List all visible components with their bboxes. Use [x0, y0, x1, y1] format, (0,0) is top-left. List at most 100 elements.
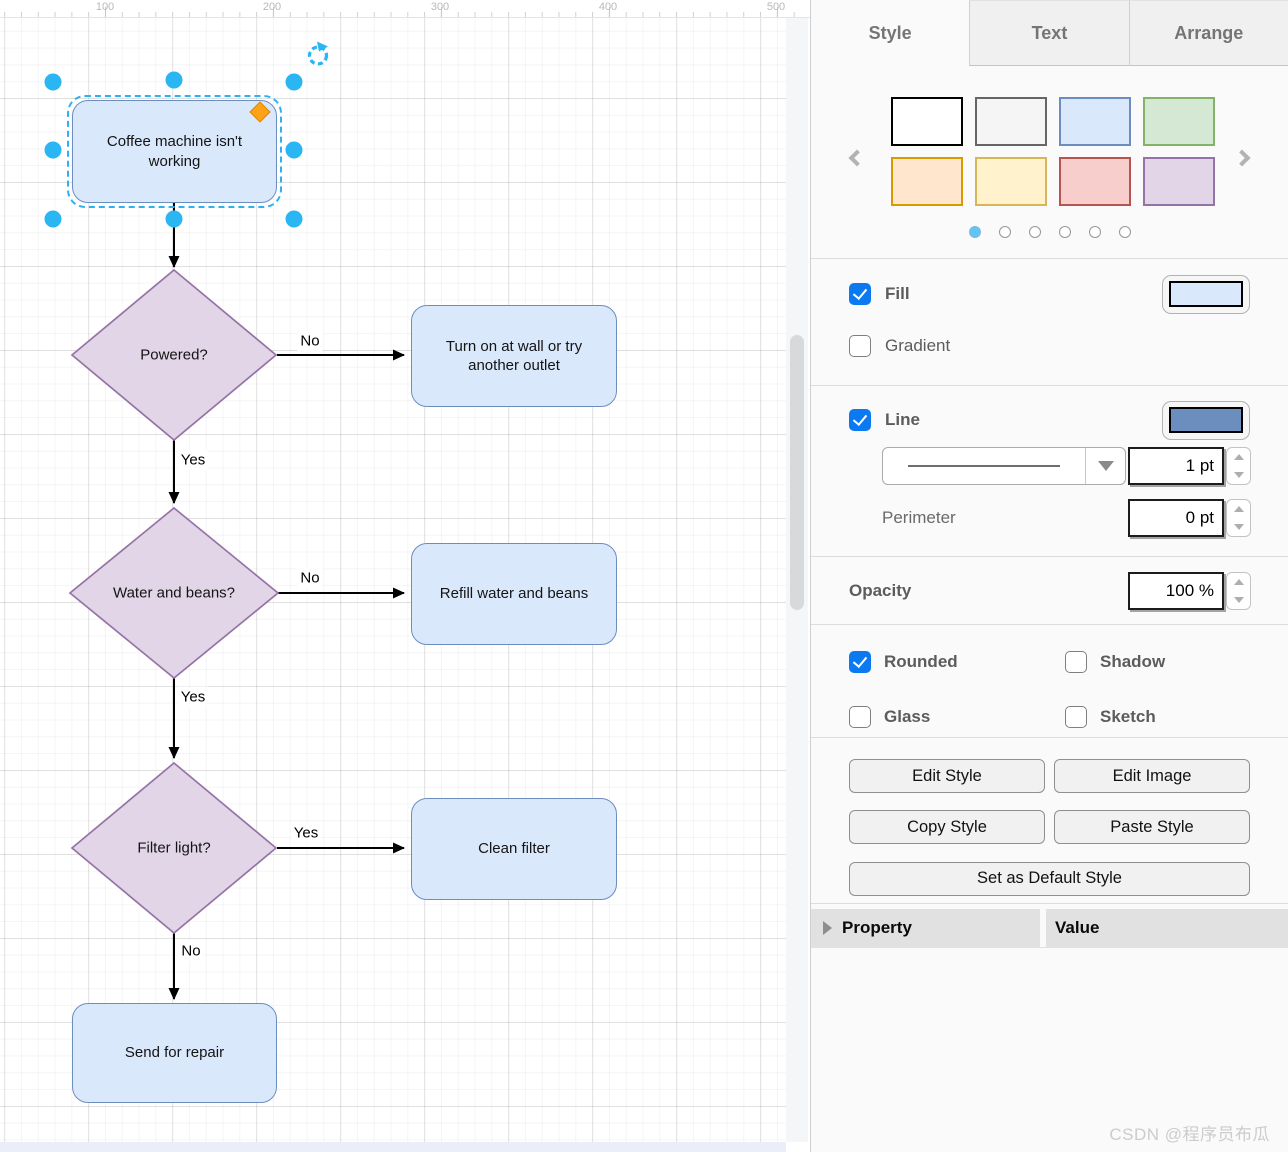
- decision-powered-label[interactable]: Powered?: [140, 346, 208, 364]
- tab-text[interactable]: Text: [969, 0, 1129, 66]
- stepper-down-icon[interactable]: [1227, 591, 1250, 609]
- canvas-grid[interactable]: [0, 18, 786, 1142]
- ruler-label: 200: [262, 1, 282, 13]
- value-header-label: Value: [1055, 918, 1100, 937]
- opacity-label: Opacity: [849, 580, 912, 600]
- stepper-up-icon[interactable]: [1227, 500, 1250, 518]
- style-swatch-purple[interactable]: [1143, 157, 1215, 206]
- gradient-label: Gradient: [885, 336, 951, 355]
- node-refill[interactable]: Refill water and beans: [411, 543, 617, 645]
- ruler-label: 400: [598, 1, 618, 13]
- canvas-vertical-scrollbar-thumb[interactable]: [790, 335, 804, 610]
- fill-color-button[interactable]: [1162, 274, 1250, 314]
- style-swatch-gray[interactable]: [975, 97, 1047, 146]
- node-turn-on-label: Turn on at wall or try another outlet: [445, 337, 583, 375]
- style-swatch-blue[interactable]: [1059, 97, 1131, 146]
- edge-label-no[interactable]: No: [178, 940, 204, 962]
- palette-page-dot[interactable]: [998, 226, 1011, 238]
- style-swatch-red[interactable]: [1059, 157, 1131, 206]
- opacity-stepper: [1226, 571, 1251, 610]
- format-panel: Style Text Arrange: [810, 0, 1288, 1152]
- edit-style-button[interactable]: Edit Style: [849, 759, 1045, 793]
- palette-page-dot[interactable]: [1028, 226, 1041, 238]
- opacity-input[interactable]: [1128, 571, 1224, 610]
- watermark: CSDN @程序员布瓜: [1109, 1125, 1270, 1144]
- flowchart-shapes-layer: [68, 203, 405, 1000]
- decision-filter-light[interactable]: [70, 761, 278, 935]
- style-swatch-yellow[interactable]: [975, 157, 1047, 206]
- line-style-dropdown[interactable]: [882, 447, 1126, 485]
- paste-style-button[interactable]: Paste Style: [1054, 810, 1250, 845]
- stepper-up-icon[interactable]: [1227, 573, 1250, 591]
- sketch-checkbox[interactable]: [1065, 706, 1087, 728]
- stepper-down-icon[interactable]: [1227, 518, 1250, 536]
- copy-style-button[interactable]: Copy Style: [849, 810, 1045, 845]
- palette-prev-icon[interactable]: [847, 146, 869, 172]
- node-clean-filter[interactable]: Clean filter: [411, 798, 617, 900]
- stepper-up-icon[interactable]: [1227, 448, 1250, 466]
- perimeter-label: Perimeter: [882, 508, 956, 527]
- node-start[interactable]: Coffee machine isn't working: [72, 100, 277, 203]
- edge-label-yes[interactable]: Yes: [177, 449, 209, 471]
- style-actions-section: Edit Style Edit Image Copy Style Paste S…: [811, 737, 1288, 903]
- rounded-label: Rounded: [884, 652, 958, 671]
- tab-arrange[interactable]: Arrange: [1128, 0, 1288, 66]
- selection-handle-sw[interactable]: [44, 210, 62, 228]
- decision-powered[interactable]: [70, 268, 278, 442]
- style-swatch-orange[interactable]: [891, 157, 963, 206]
- palette-next-icon[interactable]: [1230, 146, 1252, 172]
- selection-handle-e[interactable]: [285, 141, 303, 159]
- line-color-button[interactable]: [1162, 400, 1250, 440]
- canvas-horizontal-scrollbar-track[interactable]: [0, 1142, 786, 1152]
- shadow-checkbox[interactable]: [1065, 651, 1087, 673]
- value-header-cell[interactable]: Value: [1046, 909, 1288, 947]
- decision-water-beans[interactable]: [68, 506, 280, 680]
- line-style-preview: [883, 465, 1085, 467]
- edge-label-yes[interactable]: Yes: [177, 686, 209, 708]
- palette-page-dot[interactable]: [968, 226, 981, 238]
- node-turn-on[interactable]: Turn on at wall or try another outlet: [411, 305, 617, 407]
- palette-page-dot[interactable]: [1088, 226, 1101, 238]
- selection-handle-nw[interactable]: [44, 73, 62, 91]
- line-checkbox[interactable]: [849, 409, 871, 431]
- edge-label-no[interactable]: No: [297, 567, 323, 589]
- selection-handle-n[interactable]: [165, 71, 183, 89]
- line-width-stepper: [1226, 447, 1251, 485]
- selection-handle-ne[interactable]: [285, 73, 303, 91]
- line-width-input[interactable]: [1128, 447, 1224, 485]
- selection-handle-s[interactable]: [165, 210, 183, 228]
- property-table-header: Property Value: [811, 909, 1288, 948]
- property-header-cell[interactable]: Property: [811, 909, 1040, 947]
- gradient-checkbox[interactable]: [849, 335, 871, 357]
- node-refill-label: Refill water and beans: [439, 585, 589, 603]
- line-style-caret-button[interactable]: [1085, 448, 1125, 484]
- tab-style[interactable]: Style: [868, 22, 912, 43]
- node-send-repair[interactable]: Send for repair: [72, 1003, 277, 1103]
- stepper-down-icon[interactable]: [1227, 466, 1250, 484]
- decision-filter-light-label[interactable]: Filter light?: [137, 839, 211, 857]
- edge-label-yes[interactable]: Yes: [290, 822, 322, 844]
- selection-handle-se[interactable]: [285, 210, 303, 228]
- style-swatch-none[interactable]: [891, 97, 963, 146]
- style-palette: [811, 66, 1288, 258]
- perimeter-input[interactable]: [1128, 499, 1224, 537]
- style-swatch-green[interactable]: [1143, 97, 1215, 146]
- expand-triangle-icon[interactable]: [823, 921, 832, 935]
- fill-label: Fill: [885, 284, 910, 303]
- rotate-handle-icon[interactable]: [304, 41, 332, 74]
- fill-checkbox[interactable]: [849, 283, 871, 305]
- shadow-label: Shadow: [1100, 652, 1166, 671]
- opacity-section: Opacity: [811, 556, 1288, 624]
- glass-checkbox[interactable]: [849, 706, 871, 728]
- rounded-checkbox[interactable]: [849, 651, 871, 673]
- set-default-style-button[interactable]: Set as Default Style: [849, 861, 1250, 896]
- palette-page-dot[interactable]: [1118, 226, 1131, 238]
- edge-label-no[interactable]: No: [297, 330, 323, 352]
- selection-handle-w[interactable]: [44, 141, 62, 159]
- decision-water-beans-label[interactable]: Water and beans?: [112, 584, 236, 602]
- canvas-vertical-scrollbar-track[interactable]: [786, 18, 808, 1142]
- canvas[interactable]: 100 200 300 400 500: [0, 0, 810, 1152]
- palette-page-dot[interactable]: [1058, 226, 1071, 238]
- edit-image-button[interactable]: Edit Image: [1054, 759, 1250, 793]
